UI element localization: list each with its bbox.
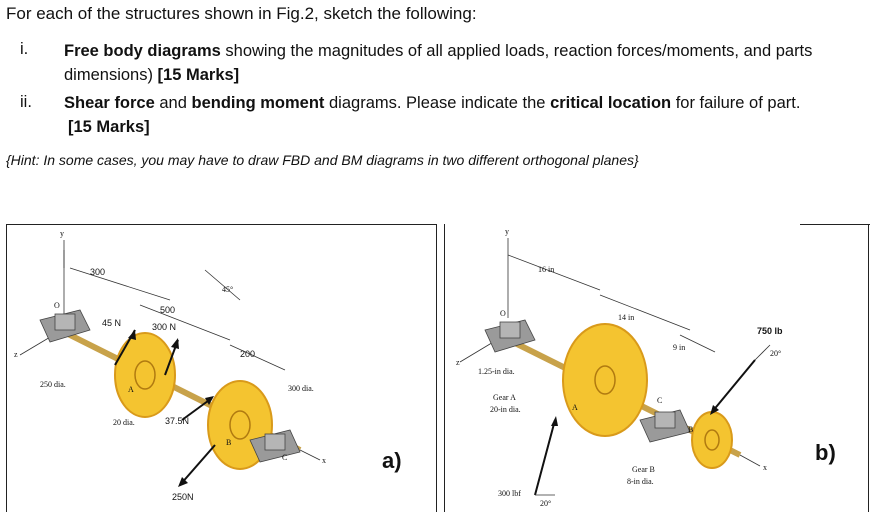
arrowhead [205, 396, 214, 405]
gear-b-hub [704, 429, 720, 451]
force-300lbf-label: 300 lbf [498, 489, 521, 498]
dim-line [229, 344, 286, 371]
force-37.5n-arrow [181, 397, 213, 421]
marks: [15 Marks] [157, 66, 240, 84]
intro-text: For each of the structures shown in Fig.… [6, 4, 477, 23]
x-axis [739, 454, 761, 467]
dim-line [599, 294, 691, 331]
origin-label: O [54, 301, 60, 310]
item-bold: critical location [550, 94, 672, 112]
dia-300-label: 300 dia. [288, 384, 314, 393]
x-axis-label: x [763, 463, 767, 472]
arrowhead [178, 477, 188, 487]
item-text: showing the magnitudes of all applied lo… [220, 42, 813, 60]
hint-text: {Hint: In some cases, you may have to dr… [6, 152, 639, 168]
dim-line [139, 304, 231, 341]
figure-frame [436, 224, 437, 512]
x-axis-label: x [322, 456, 326, 465]
point-c-label: C [282, 453, 287, 462]
x-axis [299, 449, 321, 461]
z-axis-label: z [14, 350, 18, 359]
item-bold: Shear force [64, 94, 155, 112]
figure-frame [868, 224, 869, 512]
dim-500: 500 [160, 305, 175, 315]
item-text: for failure of part. [671, 94, 801, 112]
dim-14in: 14 in [618, 313, 634, 322]
gear-a-hub [134, 360, 156, 390]
gear-a-dia: 20-in dia. [490, 405, 521, 414]
bearing-o [39, 309, 91, 343]
bearing-c [249, 429, 301, 463]
figure-frame [6, 224, 436, 225]
dim-line [507, 254, 601, 291]
item-bold: bending moment [191, 94, 325, 112]
origin-label: O [500, 309, 506, 318]
angle-20b-label: 20° [540, 499, 551, 508]
force-300lbf-arrow [534, 419, 556, 496]
force-37.5n-label: 37.5N [165, 416, 189, 426]
point-a-label: A [572, 403, 578, 412]
y-axis-label: y [60, 229, 64, 238]
gear-b [691, 411, 733, 469]
dim-200: 200 [240, 349, 255, 359]
item-number: i. [20, 40, 29, 58]
marks: [15 Marks] [68, 118, 150, 136]
item-text: diagrams. Please indicate the [324, 94, 551, 112]
y-axis-label: y [505, 227, 509, 236]
gear-b-hub [229, 410, 251, 440]
question-item-i: Free body diagrams showing the magnitude… [64, 39, 864, 87]
dim-16in: 16 in [538, 265, 554, 274]
force-250n-arrow [179, 444, 216, 486]
figure-frame [444, 224, 445, 512]
shaft-dia-label: 1.25-in dia. [478, 367, 515, 376]
arrowhead [171, 338, 179, 349]
bearing-c [639, 409, 691, 443]
point-c-label: C [657, 396, 662, 405]
angle-ref [754, 344, 771, 361]
arrowhead [551, 416, 558, 426]
figure-frame [6, 224, 7, 512]
gear-b-label: Gear B [632, 465, 655, 474]
dia-250-label: 250 dia. [40, 380, 66, 389]
force-750lb-arrow [711, 359, 756, 413]
z-axis-label: z [456, 358, 460, 367]
question-item-ii: Shear force and bending moment diagrams.… [64, 91, 864, 139]
item-number: ii. [20, 93, 32, 111]
force-300n-label: 300 N [152, 322, 176, 332]
figure-b-tag: b) [815, 440, 836, 465]
dim-line [69, 267, 171, 301]
bearing-o [484, 319, 536, 353]
point-b-label: B [226, 438, 231, 447]
arrowhead [710, 405, 719, 415]
gear-a-hub [594, 365, 616, 395]
point-a-label: A [128, 385, 134, 394]
angle-20-label: 20° [770, 349, 781, 358]
gear-a [562, 323, 648, 437]
force-750lb-label: 750 lb [757, 326, 783, 336]
figure-frame [800, 224, 870, 225]
force-45n-label: 45 N [102, 318, 121, 328]
angle-45: 45° [222, 285, 233, 294]
dim-9in: 9 in [673, 343, 685, 352]
gear-b-dia: 8-in dia. [627, 477, 654, 486]
figure-a-tag: a) [382, 448, 402, 473]
dim-300: 300 [90, 267, 105, 277]
dim-line [204, 269, 241, 301]
item-text: and [154, 94, 192, 112]
item-text: dimensions) [64, 66, 158, 84]
point-b-label: B [688, 425, 693, 434]
gear-a-label: Gear A [493, 393, 516, 402]
dia-20-label: 20 dia. [113, 418, 135, 427]
gear-a [114, 332, 176, 418]
arrowhead [128, 330, 136, 340]
item-bold: Free body diagrams [64, 42, 221, 60]
dim-line [679, 334, 716, 353]
force-250n-label: 250N [172, 492, 194, 502]
